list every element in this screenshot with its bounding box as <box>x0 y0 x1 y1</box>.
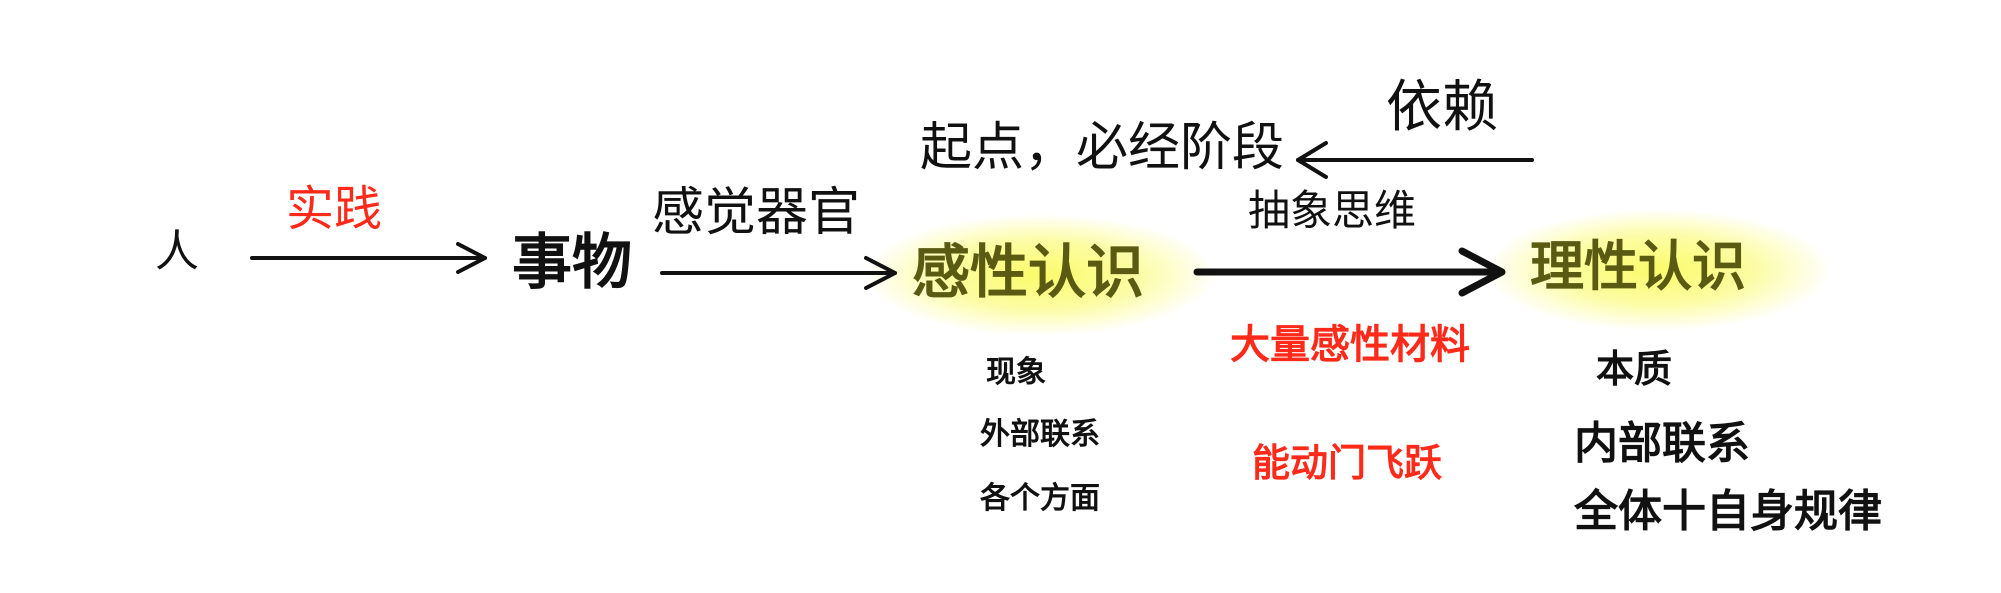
arrow-things-to-perceptual <box>660 256 897 290</box>
perceptual-trait-3: 各个方面 <box>980 481 1100 516</box>
edge-label-practice: 实践 <box>286 181 383 237</box>
node-person: 人 <box>155 226 199 277</box>
arrow-person-to-things <box>250 242 487 274</box>
rational-trait-1: 本质 <box>1596 347 1673 391</box>
edge-label-rely: 依赖 <box>1386 75 1498 140</box>
condition-1: 大量感性材料 <box>1230 322 1470 368</box>
arrow-rely <box>1296 141 1534 179</box>
rational-trait-3: 全体十自身规律 <box>1574 486 1882 537</box>
edge-label-senses: 感觉器官 <box>652 183 861 243</box>
edge-label-starting-point: 起点，必经阶段 <box>920 118 1285 178</box>
edge-label-abstract-thinking: 抽象思维 <box>1248 186 1417 235</box>
arrow-perceptual-to-rational <box>1193 247 1506 297</box>
perceptual-trait-1: 现象 <box>986 355 1046 390</box>
node-rational-knowledge: 理性认识 <box>1530 235 1746 298</box>
perceptual-highlight <box>868 215 1213 335</box>
condition-2: 能动门飞跃 <box>1252 441 1443 485</box>
node-perceptual-knowledge: 感性认识 <box>912 238 1145 306</box>
rational-trait-2: 内部联系 <box>1574 418 1750 469</box>
node-things: 事物 <box>512 228 632 298</box>
rational-highlight <box>1488 210 1828 330</box>
perceptual-trait-2: 外部联系 <box>980 417 1100 452</box>
